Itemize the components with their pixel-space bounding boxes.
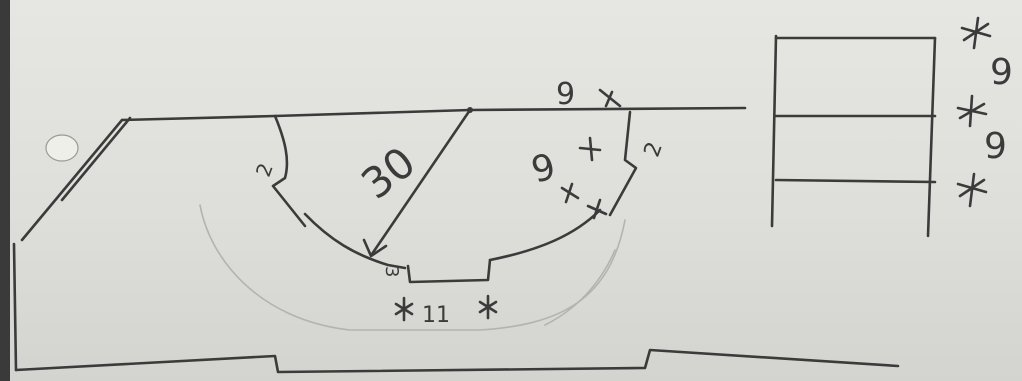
faint-guide-curve bbox=[199, 204, 626, 331]
radius-line bbox=[370, 108, 472, 256]
left-slant-line bbox=[20, 118, 124, 242]
radius-label: 30 bbox=[352, 137, 424, 209]
faint-guide-curve-2 bbox=[544, 249, 616, 326]
ladder-right-rail bbox=[926, 36, 937, 238]
bottom-channel bbox=[406, 258, 492, 284]
side-asterisk-mid bbox=[956, 94, 988, 128]
asterisk-right bbox=[478, 294, 498, 320]
side-asterisk-low bbox=[956, 172, 988, 208]
cross-mark-low bbox=[560, 182, 580, 204]
side-label-upper: 9 bbox=[990, 52, 1013, 93]
side-label-lower: 9 bbox=[984, 126, 1007, 167]
bottom-width-label: 11 bbox=[422, 303, 450, 328]
top-edge-line bbox=[120, 106, 747, 122]
bottom-baseline bbox=[14, 348, 900, 374]
left-vertical-line bbox=[12, 242, 18, 372]
left-slant-inner-line bbox=[60, 116, 132, 202]
arc-right bbox=[488, 208, 602, 262]
arc-left bbox=[303, 212, 407, 270]
small-label-left: 2 bbox=[251, 160, 278, 180]
punch-hole bbox=[45, 134, 79, 162]
cross-mark-top bbox=[598, 88, 622, 108]
ladder-low-rung bbox=[774, 178, 937, 184]
asterisk-left bbox=[394, 296, 414, 322]
cross-mark-bottom bbox=[586, 198, 608, 220]
bottom-small-label: 3 bbox=[381, 266, 402, 277]
right-notch bbox=[608, 110, 638, 217]
left-notch bbox=[271, 114, 307, 228]
spacing-label-mid: 9 bbox=[527, 146, 560, 192]
spacing-label-top: 9 bbox=[556, 77, 575, 112]
paper-edge-shadow bbox=[0, 0, 10, 381]
center-point bbox=[467, 107, 473, 113]
cross-mark-mid bbox=[578, 136, 602, 162]
ladder-left-rail bbox=[770, 34, 778, 228]
radius-arrowhead bbox=[362, 238, 388, 258]
small-label-right: 2 bbox=[640, 139, 668, 161]
side-asterisk-top bbox=[960, 16, 992, 50]
